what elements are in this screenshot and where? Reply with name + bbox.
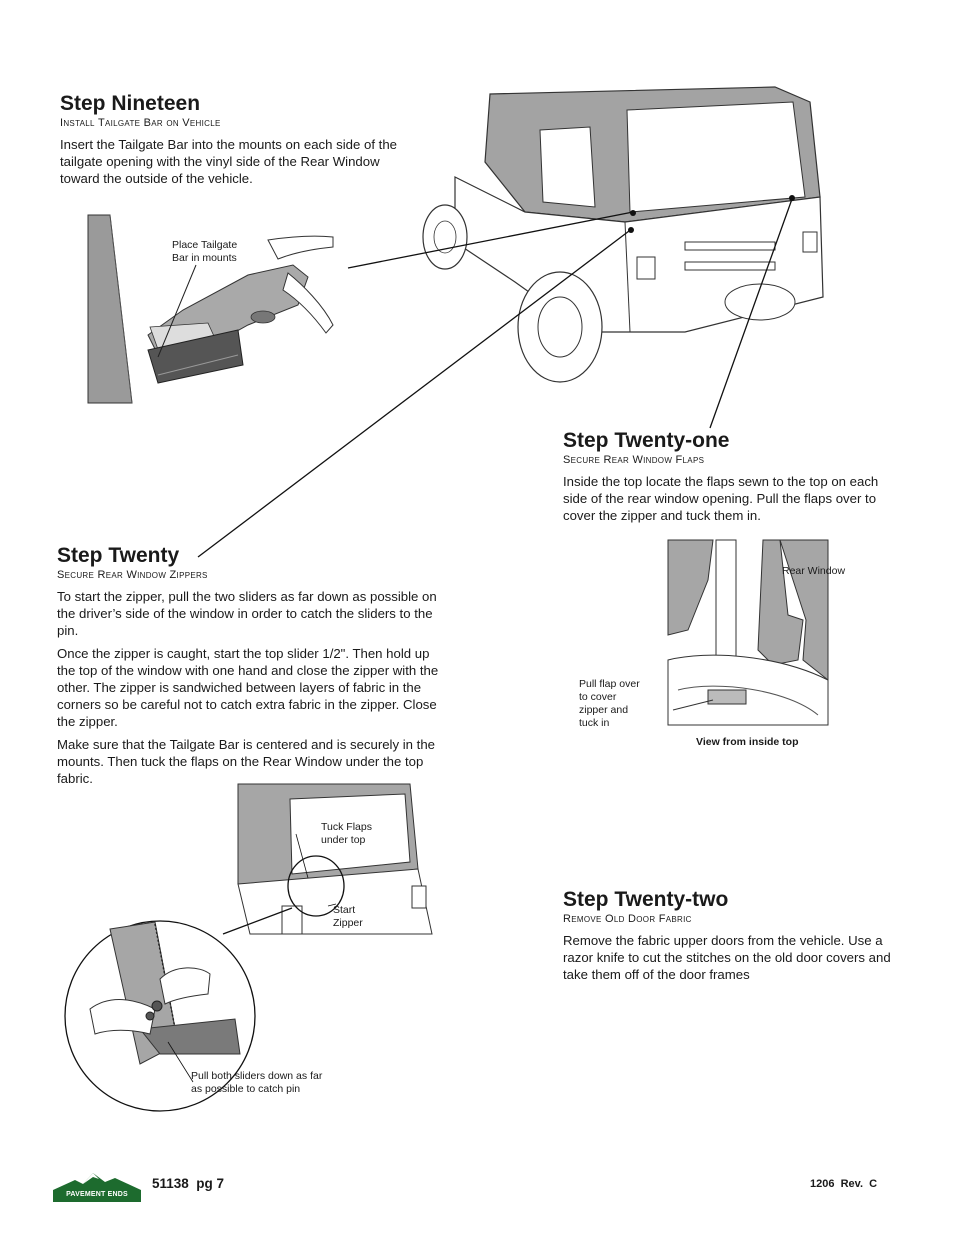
pull-flap-line-4: tuck in bbox=[579, 717, 610, 729]
tailgate-callout-text: Place Tailgate Bar in mounts bbox=[172, 239, 238, 264]
step-twenty-two-body: Remove the fabric upper doors from the v… bbox=[563, 933, 891, 982]
step-twenty-one-subtitle: Secure Rear Window Flaps bbox=[563, 454, 705, 466]
step-twenty-section: Step Twenty Secure Rear Window Zippers T… bbox=[57, 544, 442, 793]
step-twenty-two-section: Step Twenty-two Remove Old Door Fabric R… bbox=[563, 888, 893, 989]
pull-flap-line-2: to cover bbox=[579, 691, 617, 703]
pull-flap-callout: Pull flap over to cover zipper and tuck … bbox=[579, 678, 659, 730]
tailgate-bar-figure bbox=[87, 214, 358, 404]
rear-window-callout: Rear Window bbox=[782, 565, 846, 577]
tuck-flaps-line-1: Tuck Flaps bbox=[321, 821, 372, 833]
pull-sliders-callout: Pull both sliders down as far as possibl… bbox=[191, 1070, 322, 1096]
pavement-ends-logo: PAVEMENT ENDS bbox=[53, 1170, 141, 1202]
step-nineteen-section: Step Nineteen Install Tailgate Bar on Ve… bbox=[60, 92, 400, 193]
start-zipper-line-2: Zipper bbox=[333, 917, 363, 929]
pull-flap-line-3: zipper and bbox=[579, 704, 629, 716]
step-twenty-title: Step Twenty bbox=[57, 544, 180, 567]
tuck-flaps-line-2: under top bbox=[321, 834, 366, 846]
step-twenty-paragraph-1: To start the zipper, pull the two slider… bbox=[57, 589, 437, 638]
step-nineteen-title: Step Nineteen bbox=[60, 92, 201, 115]
step-twenty-one-body: Inside the top locate the flaps sewn to … bbox=[563, 474, 879, 523]
tuck-flaps-callout: Tuck Flaps under top bbox=[321, 821, 372, 847]
step-twenty-one-title: Step Twenty-one bbox=[563, 429, 730, 452]
step-twenty-paragraph-2: Once the zipper is caught, start the top… bbox=[57, 646, 439, 729]
step-twenty-two-title: Step Twenty-two bbox=[563, 888, 729, 911]
step-twenty-two-subtitle: Remove Old Door Fabric bbox=[563, 913, 692, 925]
pull-sliders-line-1: Pull both sliders down as far bbox=[191, 1070, 323, 1082]
revision-label: 1206 Rev. C bbox=[810, 1178, 878, 1190]
step-twenty-paragraph-3: Make sure that the Tailgate Bar is cente… bbox=[57, 737, 436, 786]
step-nineteen-subtitle: Install Tailgate Bar on Vehicle bbox=[60, 117, 221, 129]
mountain-logo-icon bbox=[53, 1173, 141, 1202]
pull-sliders-line-2: as possible to catch pin bbox=[191, 1083, 301, 1095]
inside-top-figure bbox=[667, 539, 829, 726]
start-zipper-line-1: Start bbox=[333, 904, 356, 916]
start-zipper-callout: Start Zipper bbox=[333, 904, 363, 930]
step-twenty-one-section: Step Twenty-one Secure Rear Window Flaps… bbox=[563, 429, 893, 530]
tailgate-callout: Place Tailgate Bar in mounts bbox=[172, 239, 250, 265]
page-reference: 51138 pg 7 bbox=[152, 1176, 225, 1191]
zipper-figure bbox=[64, 783, 433, 1112]
step-nineteen-body: Insert the Tailgate Bar into the mounts … bbox=[60, 137, 397, 186]
step-twenty-subtitle: Secure Rear Window Zippers bbox=[57, 569, 208, 581]
logo-text: PAVEMENT ENDS bbox=[66, 1191, 128, 1198]
jeep-rear-figure bbox=[422, 86, 824, 383]
inside-top-caption: View from inside top bbox=[696, 736, 799, 748]
pull-flap-line-1: Pull flap over bbox=[579, 678, 640, 690]
